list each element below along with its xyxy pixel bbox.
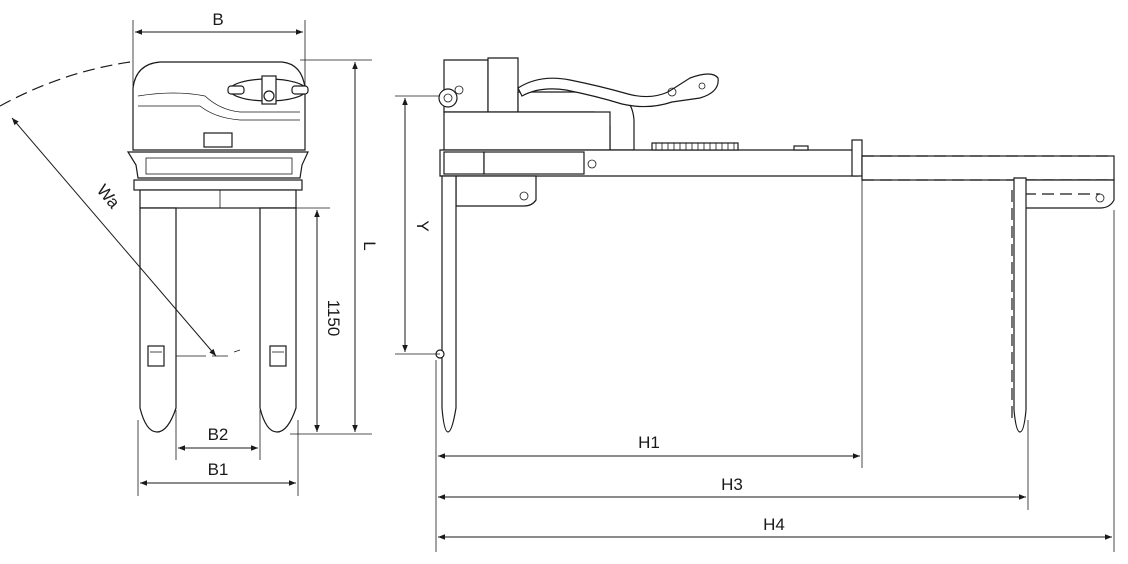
fork-carriage (133, 179, 303, 191)
label-H4: H4 (763, 515, 785, 534)
control-box (203, 132, 233, 148)
chassis-clip (793, 145, 809, 151)
turning-arc (0, 61, 131, 107)
chassis-end-post (851, 139, 863, 177)
fork-vertical-extended (1013, 177, 1027, 433)
fork-root (139, 189, 297, 209)
label-B: B (212, 10, 223, 29)
label-B2: B2 (208, 425, 229, 444)
battery-cells (651, 142, 739, 151)
body-contour-2 (138, 105, 300, 121)
body-contour (137, 92, 300, 113)
label-B1: B1 (208, 460, 229, 479)
dimension-Wa (11, 117, 217, 357)
label-H1: H1 (638, 433, 660, 452)
fork-left (139, 207, 177, 433)
load-roller-right (269, 345, 287, 367)
fork-arm-retracted (455, 175, 537, 207)
chassis-mid-block (483, 151, 585, 175)
fork-vertical-retracted (441, 175, 457, 433)
tiller-assembly (438, 57, 719, 151)
side-view: Y H1 H3 H4 (395, 57, 1115, 552)
motor-housing (443, 111, 611, 151)
load-roller-left (147, 345, 165, 367)
tiller-head (227, 75, 309, 105)
center-mark (176, 349, 241, 357)
fork-right (259, 207, 297, 433)
label-Wa: Wa (93, 181, 124, 213)
label-fork-length: 1150 (324, 300, 343, 337)
chassis-inner (145, 157, 293, 175)
label-Y: Y (413, 220, 432, 231)
platform-base (861, 155, 1115, 181)
label-L: L (360, 241, 379, 250)
chassis-front-block (443, 151, 485, 175)
label-H3: H3 (721, 475, 743, 494)
top-view: B L 1150 B2 B1 Wa (0, 10, 379, 496)
